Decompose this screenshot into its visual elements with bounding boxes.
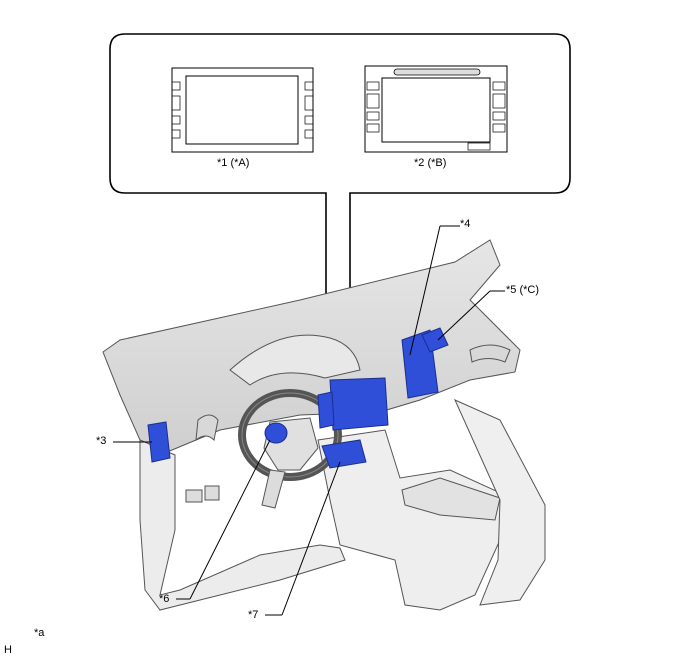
pedal-right [204,485,220,501]
left-lower-panel [139,439,346,611]
footer-mark: H [4,644,12,656]
callout-1-label: *1 (*A) [217,157,250,169]
vehicle-interior [102,239,546,611]
leader-5-diag [437,290,491,341]
callout-4-label: *4 [460,218,471,230]
right-vent [469,344,511,363]
meter-hood [229,334,361,386]
component-7 [321,439,367,469]
leader-lines [113,225,505,616]
display-unit-b [364,65,508,153]
display-unit-a [171,67,314,153]
callout-3-label: *3 [96,435,107,447]
leader-7-diag [281,461,341,616]
left-vent [195,414,219,442]
armrest [401,477,501,521]
steering-column [261,469,286,509]
steering-wheel-outline [241,392,339,478]
leader-4-diag [409,225,441,356]
callout-6-label: *6 [159,593,170,605]
callout-5-label: *5 (*C) [506,284,540,296]
component-1-display [329,377,389,431]
component-5 [421,327,449,353]
component-3 [147,421,171,463]
leader-6-diag [189,439,271,600]
center-console [317,429,506,611]
callout-2-label: *2 (*B) [414,157,447,169]
callout-7-label: *7 [248,609,259,621]
component-6 [264,422,288,444]
highlighted-components [147,327,449,469]
footer-note: *a [34,627,45,639]
component-1-bracket [317,391,335,429]
pedal-left [185,489,203,503]
right-kick-panel [454,399,546,606]
